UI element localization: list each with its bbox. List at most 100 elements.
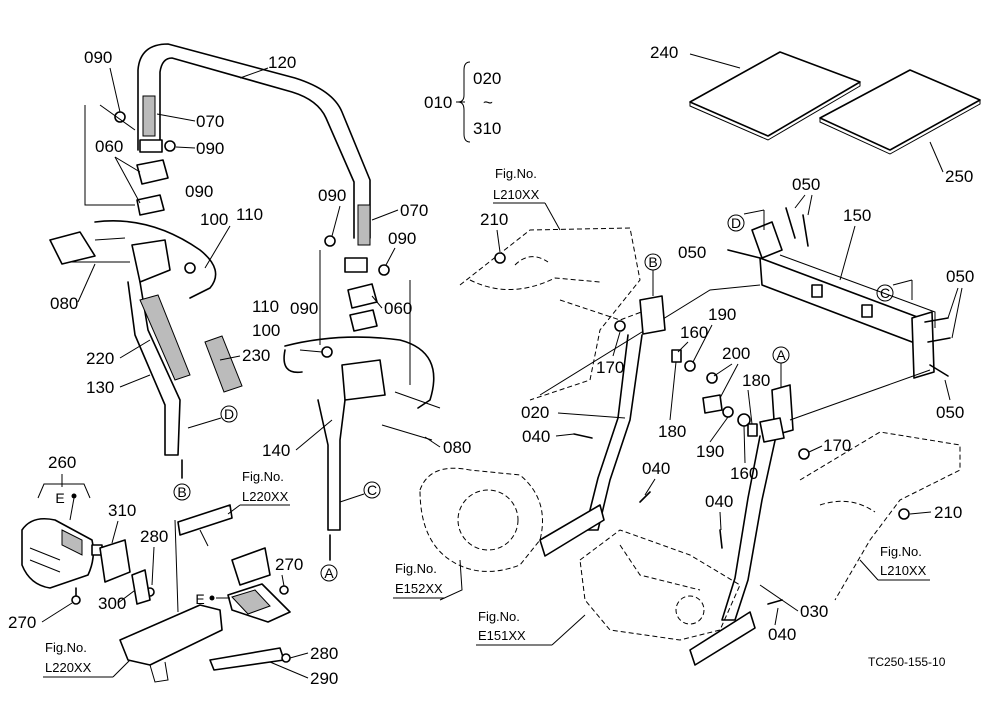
leader-240 xyxy=(689,53,741,69)
marker-b-left: B xyxy=(173,483,191,501)
figref-e151: Fig.No. E151XX xyxy=(476,609,586,646)
label-210-a: 210 xyxy=(480,210,508,229)
right-lower-post xyxy=(283,336,441,561)
label-200: 200 xyxy=(722,344,750,363)
svg-text:C: C xyxy=(367,482,377,498)
svg-text:C: C xyxy=(880,285,890,301)
svg-text:A: A xyxy=(776,347,786,363)
figref-l220-top: Fig.No. L220XX xyxy=(227,469,290,515)
label-090-d: 090 xyxy=(318,186,346,205)
label-290: 290 xyxy=(310,669,338,688)
label-040-a: 040 xyxy=(522,427,550,446)
leader-250 xyxy=(929,141,944,173)
label-060-b: 060 xyxy=(384,299,412,318)
svg-text:E151XX: E151XX xyxy=(478,628,526,643)
label-110-a: 110 xyxy=(236,205,263,224)
label-070-a: 070 xyxy=(196,112,224,131)
harness-connector xyxy=(21,517,131,605)
label-190-a: 190 xyxy=(708,305,736,324)
label-130: 130 xyxy=(86,378,114,397)
label-020-kit: 020 xyxy=(473,69,501,88)
label-110-b: 110 xyxy=(252,297,279,316)
label-310: 310 xyxy=(108,501,136,520)
svg-text:D: D xyxy=(224,406,234,422)
marker-a-right: A xyxy=(772,346,790,388)
cross-bar-150 xyxy=(751,221,936,379)
label-tilde: ~ xyxy=(483,93,493,112)
svg-text:L220XX: L220XX xyxy=(45,660,92,675)
label-e-inline: E xyxy=(195,591,204,607)
label-170-a: 170 xyxy=(596,358,624,377)
label-030: 030 xyxy=(800,602,828,621)
svg-text:E152XX: E152XX xyxy=(395,581,443,596)
left-hardware xyxy=(114,111,390,358)
marker-b-right: B xyxy=(644,253,662,296)
label-090-f: 090 xyxy=(290,299,318,318)
label-060-a: 060 xyxy=(95,137,123,156)
figref-l220-bottom: Fig.No. L220XX xyxy=(43,640,131,678)
label-160-b: 160 xyxy=(730,464,758,483)
marker-c-right: C xyxy=(876,279,913,302)
label-080-b: 080 xyxy=(443,438,471,457)
rops-upper-frame xyxy=(137,43,371,273)
label-090-c: 090 xyxy=(185,182,213,201)
figref-l210-top: Fig.No. L210XX xyxy=(493,166,561,231)
label-040-c: 040 xyxy=(705,492,733,511)
label-280-a: 280 xyxy=(140,527,168,546)
engine-housing-e152 xyxy=(419,467,543,601)
svg-text:D: D xyxy=(731,215,741,231)
svg-text:Fig.No.: Fig.No. xyxy=(478,609,520,624)
label-220: 220 xyxy=(86,349,114,368)
bolts-050 xyxy=(727,207,951,377)
transmission-e151 xyxy=(579,529,741,641)
manuals xyxy=(689,51,981,155)
label-180-a: 180 xyxy=(742,371,770,390)
svg-text:Fig.No.: Fig.No. xyxy=(880,544,922,559)
label-070-b: 070 xyxy=(400,201,428,220)
label-e-detail: E xyxy=(55,490,64,506)
label-210-b: 210 xyxy=(934,503,962,522)
marker-c-left: C xyxy=(339,481,381,503)
svg-text:L210XX: L210XX xyxy=(493,187,540,202)
label-230: 230 xyxy=(242,346,270,365)
label-010: 010 xyxy=(424,93,452,112)
label-090-b: 090 xyxy=(196,139,224,158)
label-100-b: 100 xyxy=(252,321,280,340)
marker-d-right: D xyxy=(727,209,765,232)
label-020-b: 020 xyxy=(521,403,549,422)
label-250: 250 xyxy=(945,167,973,186)
label-180-b: 180 xyxy=(658,422,686,441)
svg-text:B: B xyxy=(177,484,186,500)
label-300: 300 xyxy=(98,594,126,613)
label-170-b: 170 xyxy=(823,436,851,455)
label-090-e: 090 xyxy=(388,229,416,248)
label-260: 260 xyxy=(48,453,76,472)
figref-l210-right: Fig.No. L210XX xyxy=(859,544,930,581)
label-050-c: 050 xyxy=(946,267,974,286)
label-280-b: 280 xyxy=(310,644,338,663)
label-270-a: 270 xyxy=(8,613,36,632)
label-120: 120 xyxy=(268,53,296,72)
label-050-a: 050 xyxy=(792,175,820,194)
seat-bracket xyxy=(119,504,291,683)
kit-010-bracket: 010 020 ~ 310 xyxy=(424,61,501,143)
label-240: 240 xyxy=(650,43,678,62)
svg-text:Fig.No.: Fig.No. xyxy=(242,469,284,484)
label-050-b: 050 xyxy=(678,243,706,262)
spacers xyxy=(573,349,810,605)
label-050-d: 050 xyxy=(936,403,964,422)
label-090-a: 090 xyxy=(84,48,112,67)
label-150: 150 xyxy=(843,206,871,225)
label-160-a: 160 xyxy=(680,323,708,342)
label-310-kit: 310 xyxy=(473,119,501,138)
catalog-code: TC250-155-10 xyxy=(868,655,946,669)
tractor-frame-right xyxy=(789,369,961,601)
svg-text:L210XX: L210XX xyxy=(880,563,927,578)
leaders-left xyxy=(77,67,441,451)
marker-a-left: A xyxy=(320,564,338,582)
svg-text:A: A xyxy=(324,565,334,581)
figref-e152: Fig.No. E152XX xyxy=(393,561,445,599)
detail-e-callout: 260 E xyxy=(37,453,91,521)
